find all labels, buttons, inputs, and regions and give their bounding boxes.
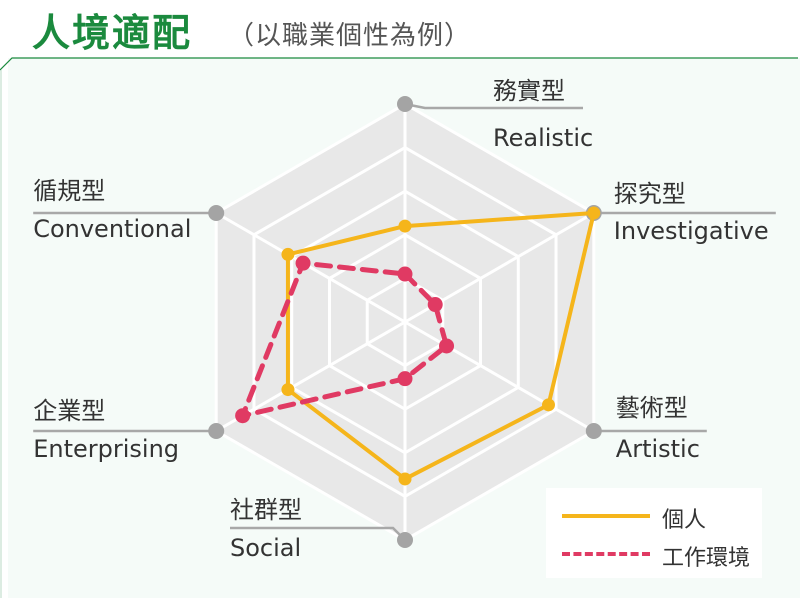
legend-swatch-work-environment [562,552,650,556]
series-point-work-environment-conventional [295,255,311,271]
series-point-work-environment-enterprising [235,408,251,424]
axis-label-en-social: Social [230,534,301,562]
axis-label-zh-investigative: 探究型 [614,180,686,208]
series-point-individual-conventional [281,247,295,261]
axis-dot-social [397,532,413,548]
axis-labels: 務實型 Realistic 探究型 Investigative 藝術型 Artistic 社… [33,77,768,562]
series-point-individual-artistic [541,398,555,412]
axis-label-zh-social: 社群型 [230,496,302,524]
series-point-work-environment-social [397,371,413,387]
axis-label-en-conventional: Conventional [33,215,191,243]
series-point-work-environment-realistic [397,266,413,282]
axis-dot-conventional [208,205,225,221]
axis-label-zh-enterprising: 企業型 [33,397,105,425]
grid-spoke [404,320,595,433]
series-point-individual-realistic [398,219,412,233]
axis-dot-realistic [397,96,413,112]
series-point-individual-enterprising [281,383,295,397]
axis-dot-enterprising [208,423,225,439]
page-subtitle: （以職業個性為例） [228,21,472,51]
series-point-individual-social [398,472,412,486]
legend-label-work-environment: 工作環境 [662,546,751,571]
axis-label-zh-realistic: 務實型 [493,77,565,105]
legend-item-work-environment: 工作環境 [558,538,758,571]
page-title: 人境適配 [32,11,193,55]
legend-item-individual: 個人 [558,500,758,533]
series-point-work-environment-investigative [427,297,443,313]
legend: 個人 工作環境 [546,488,762,578]
radar-series [235,206,601,486]
axis-label-en-artistic: Artistic [616,435,700,463]
legend-label-individual: 個人 [662,508,707,533]
grid-spoke [215,211,406,324]
axis-label-en-investigative: Investigative [614,217,769,245]
legend-swatch-individual [562,514,650,518]
series-point-work-environment-artistic [439,338,455,354]
axis-label-en-enterprising: Enterprising [33,435,179,463]
axis-label-zh-conventional: 循規型 [33,177,105,205]
axis-label-en-realistic: Realistic [493,124,593,152]
series-point-individual-investigative [587,206,601,220]
axis-label-zh-artistic: 藝術型 [616,394,688,422]
axis-dot-artistic [585,423,602,439]
